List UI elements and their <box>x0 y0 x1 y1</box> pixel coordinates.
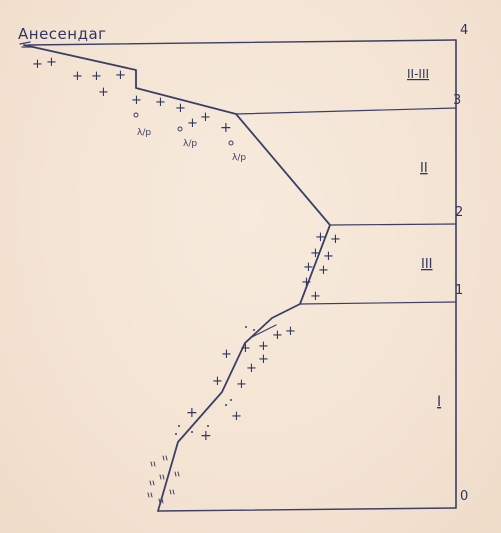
zone-label-iii: III <box>421 257 433 272</box>
section-profile-line <box>23 44 331 512</box>
level-line-2 <box>329 223 457 226</box>
dot-mark <box>245 326 247 328</box>
circle-mark <box>133 112 139 118</box>
cross-mark: + <box>187 116 198 131</box>
tick-mark <box>150 461 156 467</box>
lower-cross-group: + + + + + + + + + + + + <box>186 324 296 444</box>
cross-mark: + <box>318 263 329 278</box>
cross-mark: + <box>32 57 43 72</box>
cross-mark: + <box>115 68 126 83</box>
circle-mark <box>177 126 183 132</box>
tick-mark <box>158 498 164 504</box>
cross-mark: + <box>315 230 326 245</box>
cross-mark: + <box>98 85 109 100</box>
zone-label-ii: II <box>420 161 428 176</box>
cross-mark: + <box>221 347 232 362</box>
bottom-tick-marks <box>147 455 180 504</box>
cross-mark: + <box>231 409 242 424</box>
circle-mark <box>228 140 234 146</box>
cross-mark: + <box>200 110 211 125</box>
cross-mark: + <box>46 55 57 70</box>
scale-mark-2: 2 <box>455 205 463 220</box>
cross-mark: + <box>310 246 321 261</box>
ap-mark: λ/p <box>137 128 151 138</box>
ap-mark: λ/p <box>232 153 246 163</box>
cross-mark: + <box>220 120 232 136</box>
tick-mark <box>149 480 155 486</box>
cross-mark: + <box>310 289 321 304</box>
cross-mark: + <box>258 352 269 367</box>
cross-mark: + <box>285 324 296 339</box>
level-line-3 <box>235 107 457 115</box>
tick-mark <box>162 455 168 461</box>
scale-mark-0: 0 <box>460 489 468 504</box>
cross-mark: + <box>212 374 223 389</box>
cross-mark: + <box>240 341 251 356</box>
scale-mark-3: 3 <box>453 93 461 108</box>
cross-mark: + <box>303 260 314 275</box>
dot-mark <box>175 433 177 435</box>
dot-mark <box>178 425 180 427</box>
level-line-0 <box>157 507 457 512</box>
ap-marks-group: λ/p λ/p λ/p <box>133 112 246 163</box>
dot-marks-group <box>175 326 255 435</box>
zone-label-ii-iii: II-III <box>407 67 429 81</box>
dot-mark <box>253 329 255 331</box>
cross-mark: + <box>200 428 212 444</box>
cross-mark: + <box>175 101 186 116</box>
tick-mark <box>159 474 165 480</box>
cross-mark: + <box>236 377 247 392</box>
title-pointer <box>19 41 35 48</box>
dot-mark <box>230 399 232 401</box>
cross-mark: + <box>272 328 283 343</box>
cross-mark: + <box>330 232 341 247</box>
cross-mark: + <box>155 95 166 110</box>
cross-mark: + <box>186 405 198 421</box>
level-line-1 <box>299 301 457 305</box>
tick-mark <box>174 471 180 477</box>
cross-mark: + <box>301 275 312 290</box>
profile-double-stroke <box>249 324 277 339</box>
diagram-title: Анесендаг <box>18 25 107 43</box>
zone-label-i: I <box>437 394 441 410</box>
cross-mark: + <box>246 361 257 376</box>
dot-mark <box>207 425 209 427</box>
tick-mark <box>147 492 153 498</box>
cross-mark: + <box>323 249 334 264</box>
cross-mark: + <box>258 339 269 354</box>
tick-mark <box>169 489 175 495</box>
cross-mark: + <box>72 69 83 84</box>
dot-mark <box>191 431 193 433</box>
level-line-4 <box>27 39 457 46</box>
middle-cross-group: + + + + + + + + <box>301 230 341 304</box>
scale-mark-4: 4 <box>460 23 468 38</box>
cross-mark: + <box>131 93 142 108</box>
cross-mark: + <box>91 69 102 84</box>
upper-cross-group: + + + + + + + + + + + + <box>32 55 232 136</box>
ap-mark: λ/p <box>183 139 197 149</box>
dot-mark <box>225 404 227 406</box>
scale-mark-1: 1 <box>455 283 463 298</box>
